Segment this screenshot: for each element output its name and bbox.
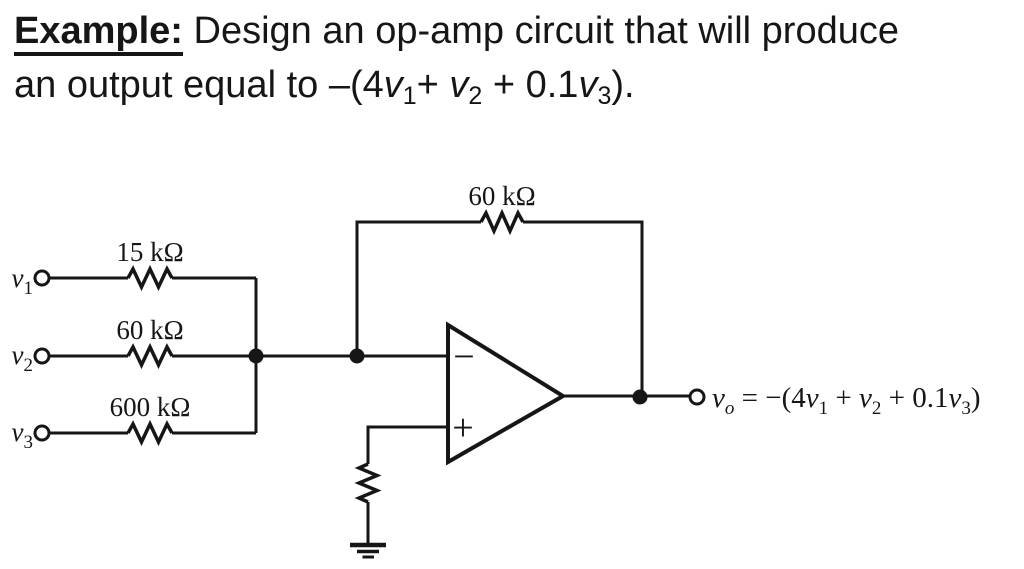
opamp-triangle [446,321,567,466]
ground-branch [350,425,448,559]
output-equation: vo = −(4v1 + v2 + 0.1v3) [712,382,981,419]
title-line2-pre: an output equal to –(4 [14,64,384,106]
title-line2-mid1: + [416,64,450,106]
label-resistor-600k: 600 kΩ [110,392,191,422]
terminal-v3 [33,424,51,442]
resistor-15k [126,264,174,292]
node-output [632,389,648,405]
terminal-v2 [33,347,51,365]
opamp: − + [446,321,567,466]
inverting-input-sign: − [453,336,474,378]
resistor-60k-feedback [479,208,525,236]
label-v1: v1 [12,263,33,299]
var-v3: v [578,64,598,106]
var-v2-sub: 2 [468,82,483,110]
label-resistor-60k-input: 60 kΩ [116,315,183,345]
title-line1-rest: Design an op-amp circuit that will produ… [182,10,899,52]
input-wires [49,276,448,435]
terminals [33,269,706,442]
var-v2: v [449,64,469,106]
resistor-labels: 15 kΩ 60 kΩ 600 kΩ 60 kΩ [110,181,536,422]
ground-symbol [350,542,386,559]
node-summing [248,348,264,364]
var-v1-sub: 1 [402,82,417,110]
noninverting-input-sign: + [452,407,473,449]
wire-noninverting [366,425,448,544]
resistor-600k [126,419,174,447]
problem-statement: Example: Design an op-amp circuit that w… [14,4,899,123]
input-labels: v1 v2 v3 [12,263,33,453]
title-line2-end: ). [611,64,635,106]
resistor-ground [354,462,382,504]
example-label: Example: [14,10,183,56]
feedback-loop [355,208,644,397]
node-inverting [349,348,365,364]
input-resistors [126,264,174,447]
terminal-output [688,388,706,406]
label-resistor-60k-feedback: 60 kΩ [468,181,535,211]
label-v3: v3 [12,417,33,453]
label-v2: v2 [12,340,33,376]
label-resistor-15k: 15 kΩ [116,237,183,267]
var-v1: v [383,64,403,106]
terminal-v1 [33,269,51,287]
title-line2-mid2: + 0.1 [482,64,579,106]
var-v3-sub: 3 [597,82,612,110]
junction-dots [248,348,648,405]
wire-feedback [355,220,644,397]
resistor-60k-input [126,342,174,370]
